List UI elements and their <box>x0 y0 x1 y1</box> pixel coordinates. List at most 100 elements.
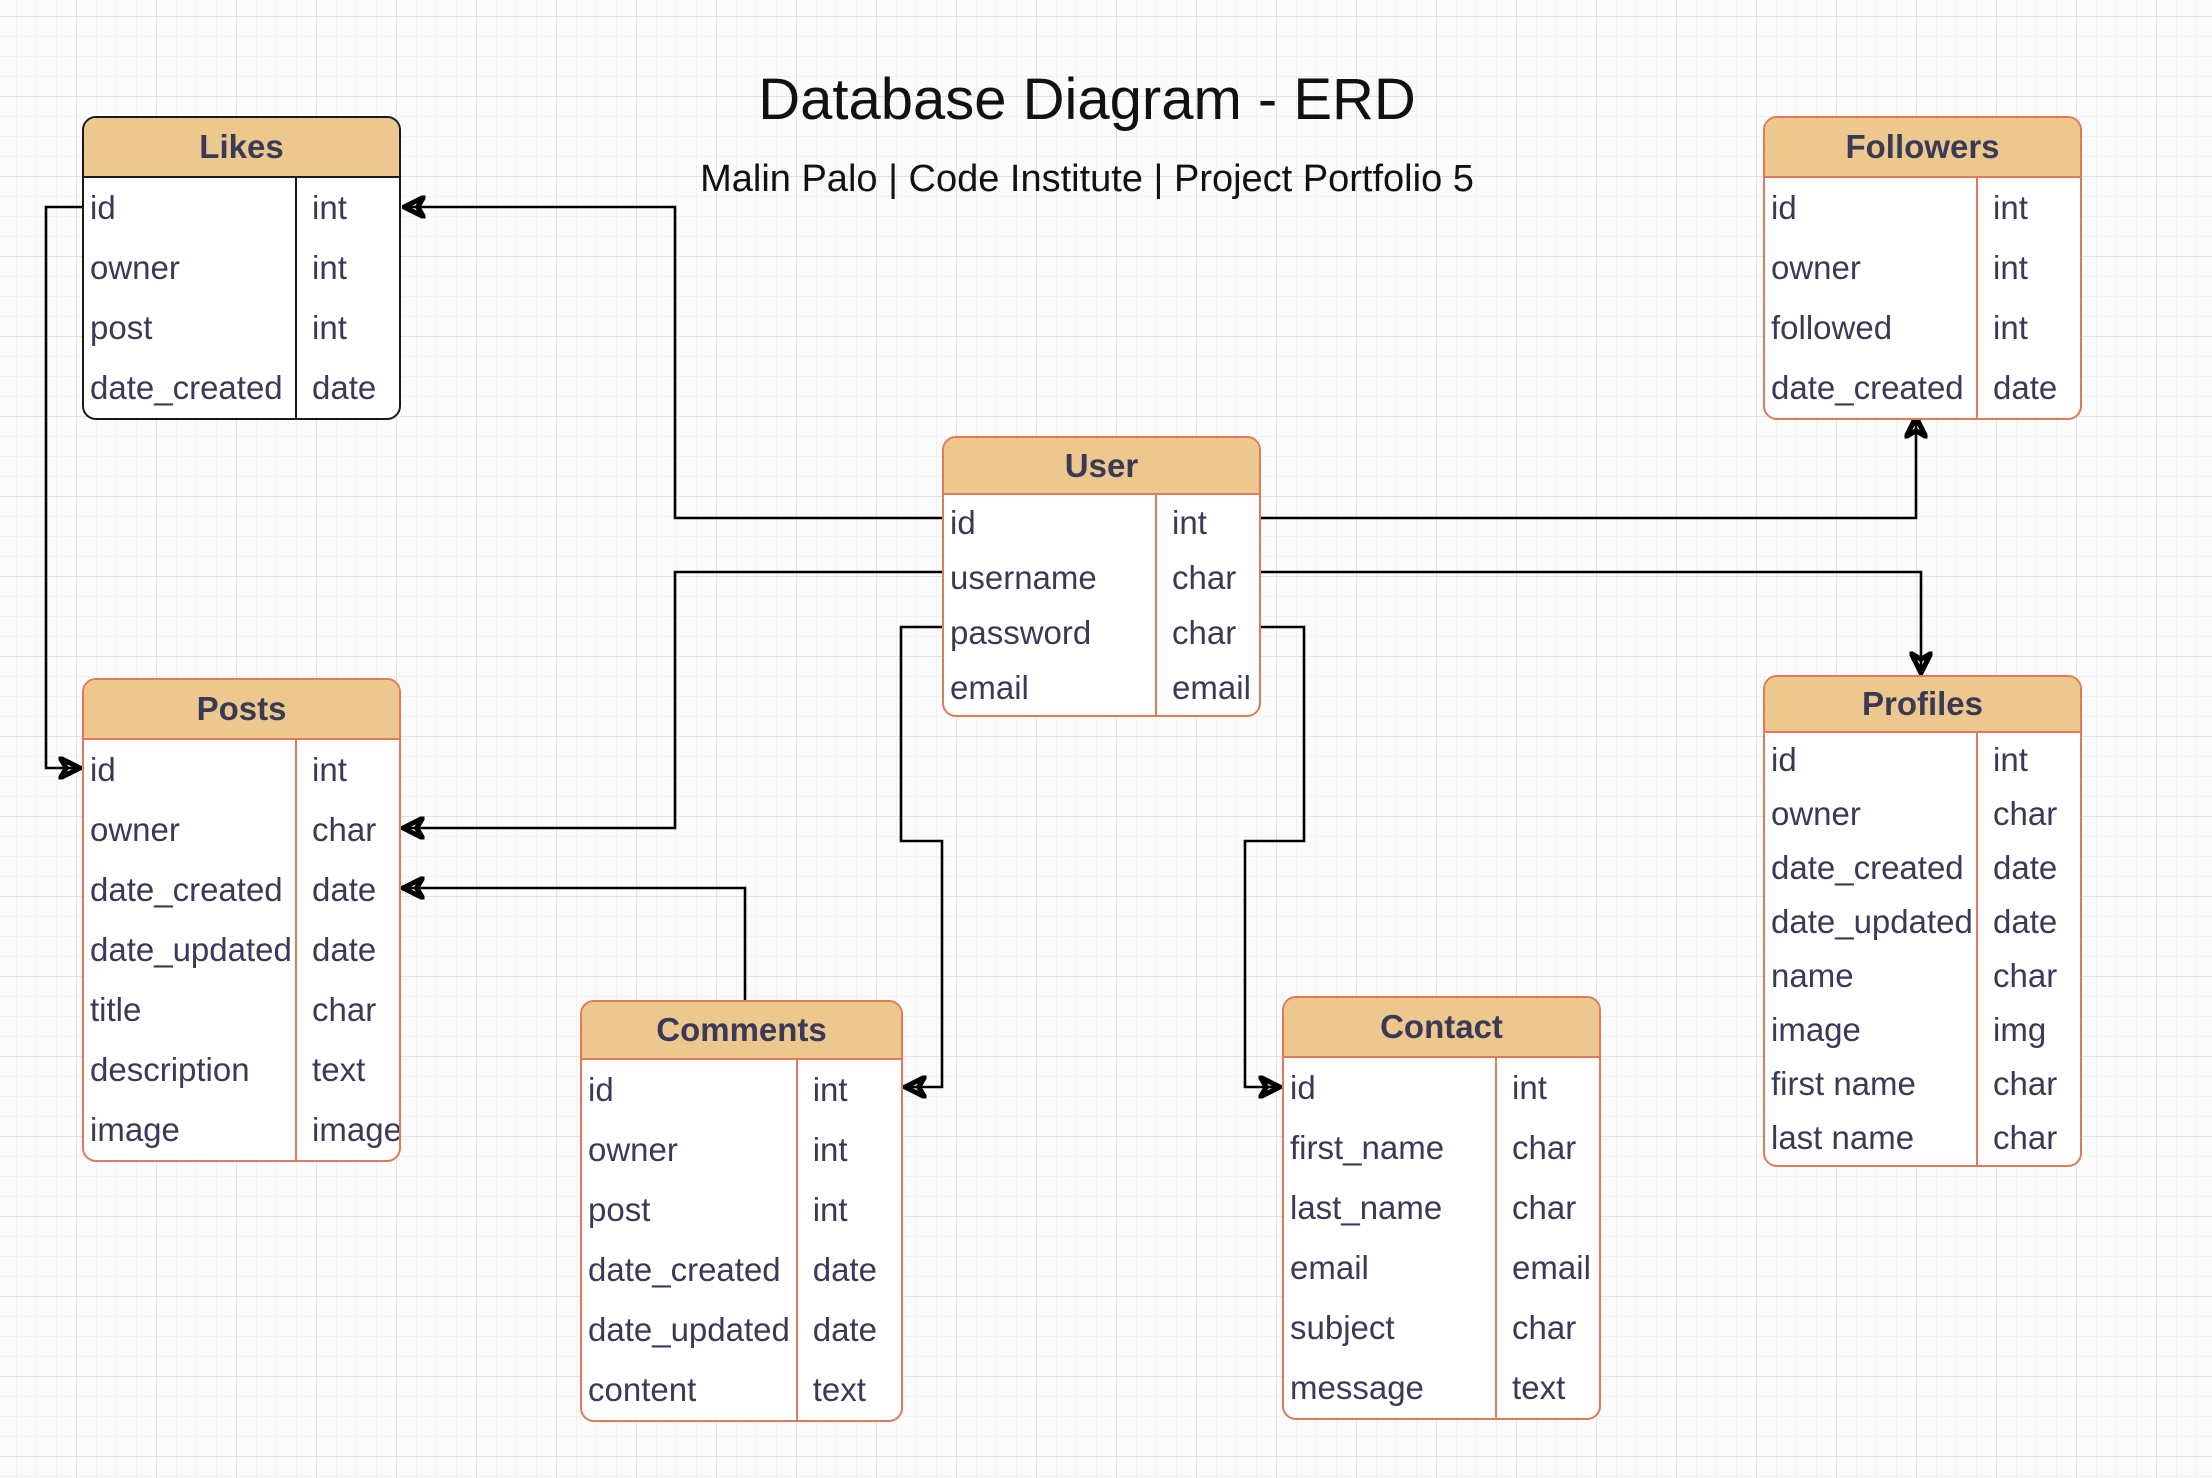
entity-posts[interactable]: Posts id int owner char date_created dat… <box>82 678 401 1162</box>
field-name: description <box>90 1051 250 1088</box>
entity-contact[interactable]: Contact id int first_name char last_name… <box>1282 996 1601 1420</box>
field-row: post int <box>582 1180 901 1240</box>
field-type: date <box>1976 841 2080 895</box>
field-row: id int <box>84 178 399 238</box>
field-row: date_created date <box>84 358 399 418</box>
entity-title: Contact <box>1284 998 1599 1058</box>
field-row: post int <box>84 298 399 358</box>
connector-user-id-to-followers[interactable] <box>1260 419 1916 520</box>
field-type: date <box>295 860 399 920</box>
page-subtitle: Malin Palo | Code Institute | Project Po… <box>700 158 1474 200</box>
field-row: title char <box>84 980 399 1040</box>
field-type: char <box>295 980 399 1040</box>
field-name: post <box>90 309 153 346</box>
field-type: int <box>1976 238 2080 298</box>
connector-user-username-to-posts-owner[interactable] <box>405 570 942 828</box>
field-name: first name <box>1771 1065 1916 1102</box>
field-name: followed <box>1771 309 1893 346</box>
field-type: int <box>1976 298 2080 358</box>
field-row: email email <box>944 660 1259 715</box>
field-row: id int <box>1765 733 2080 787</box>
field-type: date <box>1976 895 2080 949</box>
field-name: id <box>1771 741 1797 778</box>
field-name: owner <box>90 249 180 286</box>
field-name: post <box>588 1191 651 1228</box>
field-row: message text <box>1284 1358 1599 1418</box>
field-type: int <box>1495 1058 1599 1118</box>
connector-likes-id-to-posts-id[interactable] <box>44 205 82 768</box>
field-type: date <box>795 1300 901 1360</box>
entity-profiles[interactable]: Profiles id int owner char date_created … <box>1763 675 2082 1167</box>
field-type: image <box>295 1100 399 1160</box>
field-row: followed int <box>1765 298 2080 358</box>
field-name: title <box>90 991 142 1028</box>
field-row: description text <box>84 1040 399 1100</box>
field-name: owner <box>90 811 180 848</box>
connector-user-password-to-comments-id[interactable] <box>899 625 944 1087</box>
field-type: char <box>1495 1298 1599 1358</box>
field-type: char <box>1495 1118 1599 1178</box>
entity-likes[interactable]: Likes id int owner int post int date_cre… <box>82 116 401 420</box>
field-type: int <box>295 298 399 358</box>
field-type: int <box>1976 178 2080 238</box>
field-name: id <box>90 189 116 226</box>
entity-followers[interactable]: Followers id int owner int followed int … <box>1763 116 2082 420</box>
field-type: email <box>1155 660 1259 715</box>
field-row: id int <box>944 495 1259 550</box>
entity-title: Posts <box>84 680 399 740</box>
field-row: username char <box>944 550 1259 605</box>
field-name: message <box>1290 1369 1424 1406</box>
field-row: owner int <box>84 238 399 298</box>
field-row: image img <box>1765 1003 2080 1057</box>
field-row: date_created date <box>1765 841 2080 895</box>
field-name: owner <box>588 1131 678 1168</box>
connector-user-id-to-likes-id[interactable] <box>406 207 942 520</box>
page-title: Database Diagram - ERD <box>758 67 1416 132</box>
field-name: last name <box>1771 1119 1915 1156</box>
field-name: name <box>1771 957 1854 994</box>
field-name: id <box>90 751 116 788</box>
field-row: owner int <box>1765 238 2080 298</box>
field-name: date_created <box>90 369 283 406</box>
field-type: text <box>795 1360 901 1420</box>
field-row: owner char <box>84 800 399 860</box>
field-type: int <box>1155 495 1259 550</box>
field-name: content <box>588 1371 697 1408</box>
field-name: date_updated <box>90 931 292 968</box>
field-row: date_created date <box>582 1240 901 1300</box>
field-name: email <box>950 668 1029 706</box>
field-name: username <box>950 558 1097 596</box>
field-name: date_created <box>1771 849 1964 886</box>
entity-user[interactable]: User id int username char password char … <box>942 436 1261 717</box>
entity-title: Followers <box>1765 118 2080 178</box>
field-name: password <box>950 613 1092 651</box>
field-name: date_created <box>1771 369 1964 406</box>
field-type: int <box>795 1120 901 1180</box>
field-row: date_updated date <box>84 920 399 980</box>
entity-title: Comments <box>582 1002 901 1060</box>
field-row: image image <box>84 1100 399 1160</box>
connector-comments-to-posts-date-created[interactable] <box>405 888 747 1000</box>
field-name: image <box>1771 1011 1861 1048</box>
field-name: date_updated <box>588 1311 790 1348</box>
connector-user-username-to-profiles[interactable] <box>1260 570 1921 671</box>
entity-comments[interactable]: Comments id int owner int post int date_… <box>580 1000 903 1422</box>
field-type: char <box>1976 949 2080 1003</box>
field-type: text <box>295 1040 399 1100</box>
field-row: owner int <box>582 1120 901 1180</box>
field-type: char <box>1495 1178 1599 1238</box>
field-row: password char <box>944 605 1259 660</box>
field-type: int <box>295 740 399 800</box>
field-type: email <box>1495 1238 1599 1298</box>
field-type: char <box>1976 1057 2080 1111</box>
field-row: last name char <box>1765 1111 2080 1165</box>
field-name: image <box>90 1111 180 1148</box>
field-name: date_updated <box>1771 903 1973 940</box>
field-row: name char <box>1765 949 2080 1003</box>
entity-title: Likes <box>84 118 399 178</box>
field-name: owner <box>1771 795 1861 832</box>
field-row: first name char <box>1765 1057 2080 1111</box>
field-row: id int <box>582 1060 901 1120</box>
field-row: last_name char <box>1284 1178 1599 1238</box>
field-name: date_created <box>588 1251 781 1288</box>
